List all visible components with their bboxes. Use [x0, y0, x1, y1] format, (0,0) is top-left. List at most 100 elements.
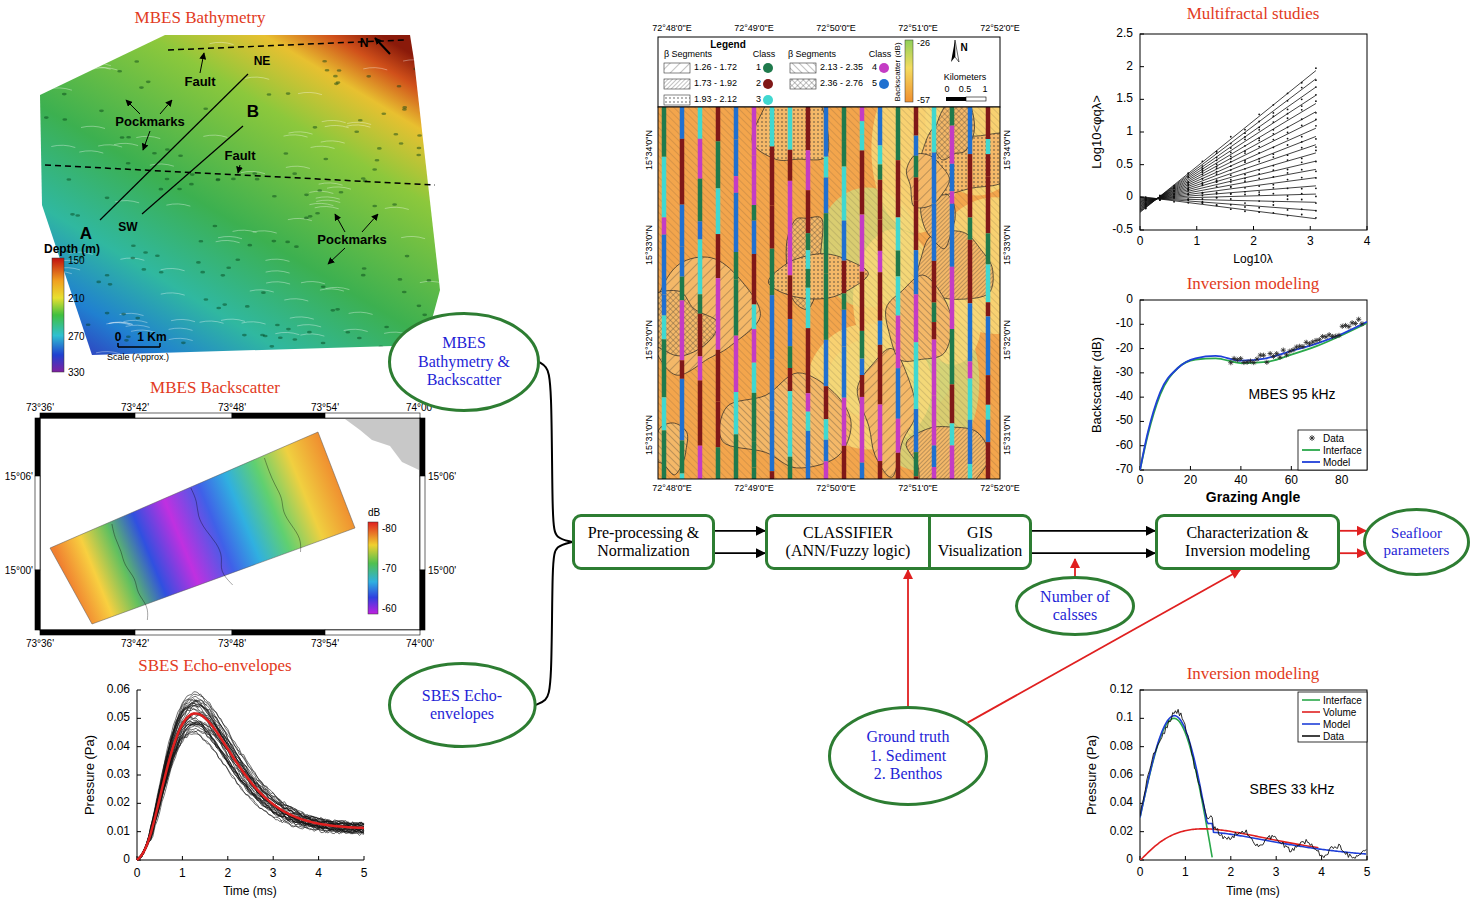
figure-part: [96, 281, 101, 284]
survey-track: [986, 107, 991, 139]
figure-part: [1367, 226, 1368, 230]
survey-track: [770, 147, 775, 206]
survey-track: [770, 249, 775, 296]
axis-tick: -80: [382, 523, 396, 534]
axis-tick: 0.06: [1110, 768, 1133, 781]
survey-track: [986, 420, 991, 442]
figure-part: [137, 696, 364, 859]
figure-part: [1244, 161, 1246, 163]
survey-track: [986, 316, 991, 375]
figure-part: [304, 194, 309, 197]
figure-part: [1140, 153, 1316, 204]
figure-part: [137, 713, 364, 860]
figure-part: [120, 136, 125, 139]
figure-part: [1258, 211, 1260, 213]
figure-part: [266, 271, 290, 273]
survey-track: [824, 107, 829, 157]
figure-part: [349, 312, 373, 314]
figure-part: [40, 418, 420, 630]
figure-part: [1264, 360, 1269, 365]
axis-tick: 73°36': [26, 638, 54, 649]
figure-part: [269, 345, 274, 348]
figure-part: [288, 218, 312, 220]
survey-track: [662, 107, 667, 157]
survey-track: [950, 423, 955, 445]
survey-track: [968, 217, 973, 239]
survey-track: [860, 121, 865, 134]
axis-tick: 15°06': [5, 471, 33, 482]
survey-track: [680, 441, 685, 474]
figure-part: [320, 289, 344, 291]
legend-text: Data: [1323, 731, 1344, 742]
figure-part: [1356, 317, 1361, 322]
figure-part: [1244, 168, 1246, 170]
map-label: N: [360, 37, 369, 50]
figure-part: [1272, 204, 1274, 206]
figure-part: [357, 337, 362, 340]
survey-track: [770, 410, 775, 471]
classification-map: [627, 37, 1058, 501]
survey-track: [806, 431, 811, 479]
figure-part: [1287, 198, 1289, 200]
axis-tick: 0.12: [1110, 683, 1133, 696]
figure-part: [385, 207, 409, 209]
figure-part: [1315, 79, 1317, 81]
figure-part: [790, 79, 816, 89]
survey-track: [896, 316, 901, 369]
figure-part: [284, 299, 308, 301]
figure-part: [327, 187, 351, 189]
axis-tick: 1: [1193, 235, 1200, 248]
figure-part: [335, 308, 340, 311]
figure-part: [1261, 353, 1266, 358]
legend-text: Volume: [1323, 707, 1356, 718]
figure-part: [1202, 193, 1204, 195]
survey-track: [986, 233, 991, 264]
survey-track: [932, 445, 937, 467]
survey-track: [914, 177, 919, 200]
survey-track: [914, 250, 919, 294]
figure-part: [658, 290, 718, 355]
figure-part: [1315, 217, 1317, 219]
figure-part: [421, 74, 426, 77]
figure-part: [1301, 82, 1303, 84]
axis-tick: 73°54': [311, 402, 339, 413]
axis-tick: 4: [1364, 235, 1371, 248]
figure-part: [221, 319, 245, 321]
survey-track: [770, 471, 775, 479]
mean-envelope: [137, 713, 364, 860]
figure-part: [216, 179, 221, 182]
figure-part: [768, 254, 868, 299]
survey-track: [842, 261, 847, 294]
figure-part: [1140, 323, 1367, 470]
sbes-inversion-plot: [1140, 690, 1367, 860]
figure-part: [1145, 205, 1147, 207]
figure-part: [1315, 202, 1317, 204]
figure-part: [906, 427, 989, 479]
survey-track: [788, 457, 793, 479]
figure-part: [1287, 195, 1289, 197]
figure-part: [1140, 709, 1366, 860]
axis-tick: -70: [382, 563, 396, 574]
survey-track: [878, 251, 883, 272]
figure-part: [1140, 99, 1144, 100]
figure-part: [155, 254, 160, 257]
map-tick: Class: [753, 50, 776, 60]
figure-part: [1159, 197, 1161, 199]
figure-part: [1140, 145, 1316, 205]
figure-part: [1187, 175, 1189, 177]
figure-part: [1244, 132, 1246, 134]
figure-part: [1140, 169, 1316, 201]
figure-part: [1202, 182, 1204, 184]
figure-part: [1302, 699, 1320, 701]
survey-track: [950, 384, 955, 423]
figure-part: [137, 746, 141, 747]
legend-swatch: [879, 63, 889, 73]
figure-part: [137, 831, 141, 832]
axis-tick: 0.04: [1110, 797, 1133, 810]
figure-part: [1309, 435, 1315, 441]
survey-track: [698, 221, 703, 239]
figure-part: [1145, 199, 1147, 201]
figure-part: [405, 255, 410, 258]
figure-part: [232, 413, 325, 418]
figure-part: [1202, 178, 1204, 180]
